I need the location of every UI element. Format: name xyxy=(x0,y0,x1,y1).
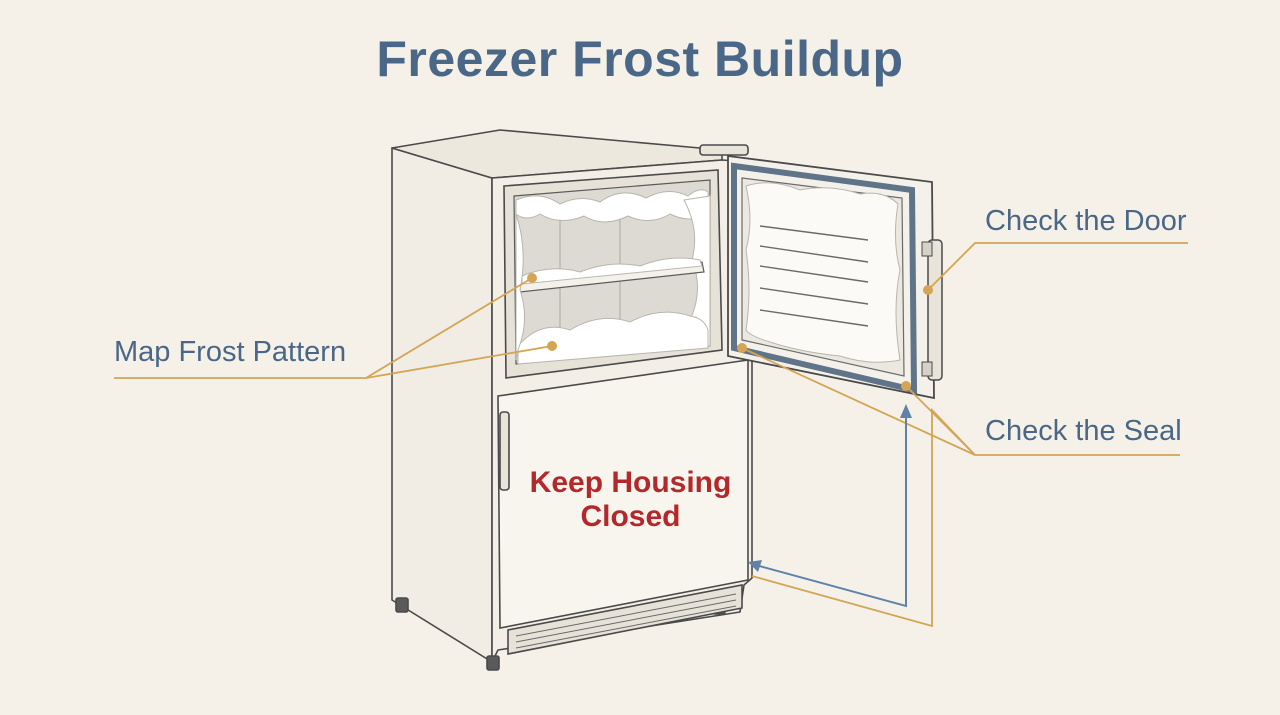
callout-dots xyxy=(527,273,933,391)
diagram-title: Freezer Frost Buildup xyxy=(376,31,904,87)
freezer-door xyxy=(727,154,943,400)
freezer-compartment xyxy=(503,169,723,379)
warning-keep-housing-closed: Keep Housing Closed xyxy=(508,466,753,534)
callout-map-frost-pattern: Map Frost Pattern xyxy=(114,336,347,368)
callout-check-the-seal: Check the Seal xyxy=(985,415,1182,447)
callout-lines xyxy=(114,242,1188,628)
airflow-arrow xyxy=(751,414,907,608)
arrow-head-up xyxy=(900,404,912,418)
arrow-head-left xyxy=(748,560,762,572)
warning-line-2: Closed xyxy=(580,500,681,533)
warning-line-1: Keep Housing xyxy=(529,466,732,499)
housing-door xyxy=(497,359,749,655)
callout-check-the-door: Check the Door xyxy=(985,205,1187,237)
